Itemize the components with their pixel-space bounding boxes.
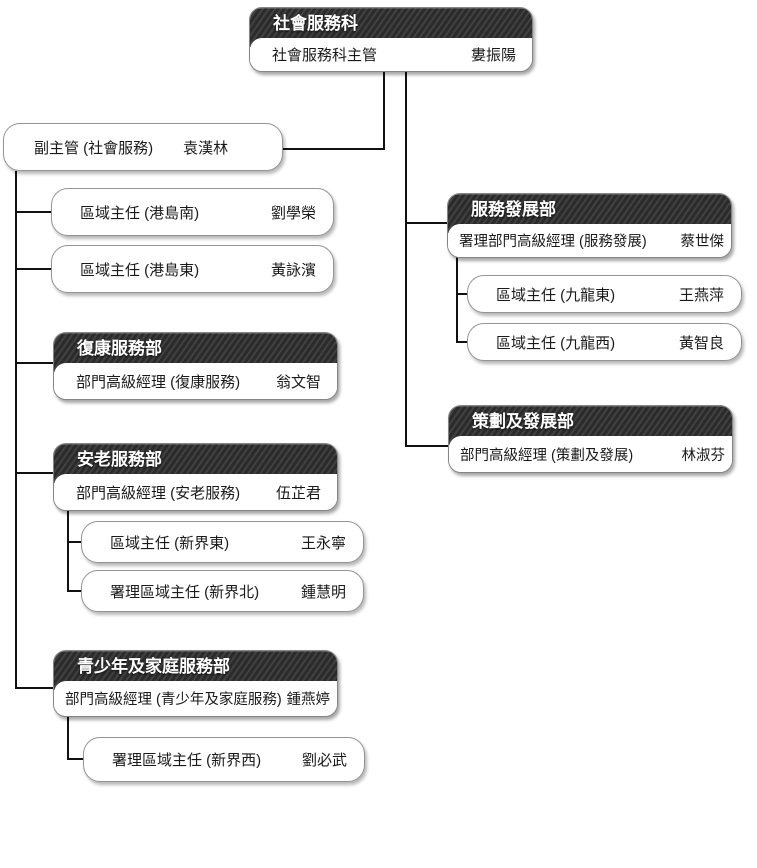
connector-deputy-trunk xyxy=(15,171,53,689)
dept-body: 部門高級經理 (青少年及家庭服務) 鍾燕婷 xyxy=(54,681,337,716)
person-name: 翁文智 xyxy=(275,373,321,391)
dept-title: 安老服務部 xyxy=(77,450,162,469)
dept-body: 部門高級經理 (復康服務) 翁文智 xyxy=(54,363,337,399)
role-label: 署理區域主任 (新界北) xyxy=(110,583,260,601)
org-box-hk-south: 區域主任 (港島南) 劉學榮 xyxy=(51,188,334,236)
role-label: 區域主任 (新界東) xyxy=(110,534,230,552)
person-name: 鍾慧明 xyxy=(300,583,346,601)
role-label: 部門高級經理 (策劃及發展) xyxy=(460,447,634,464)
role-label: 部門高級經理 (安老服務) xyxy=(76,484,241,502)
org-box-elderly: 安老服務部 部門高級經理 (安老服務) 伍芷君 xyxy=(53,443,338,511)
dept-title: 策劃及發展部 xyxy=(472,412,574,431)
org-box-service-development: 服務發展部 署理部門高級經理 (服務發展) 蔡世傑 xyxy=(447,193,732,258)
role-label: 署理區域主任 (新界西) xyxy=(112,752,262,769)
role-label: 區域主任 (港島南) xyxy=(80,204,200,222)
dept-body: 部門高級經理 (安老服務) 伍芷君 xyxy=(54,474,337,510)
person-name: 劉必武 xyxy=(301,752,347,769)
person-name: 林淑芬 xyxy=(681,447,726,464)
connector-svcdev-children xyxy=(456,256,467,343)
org-box-kln-west: 區域主任 (九龍西) 黃智良 xyxy=(467,323,742,361)
org-box-root: 社會服務科 社會服務科主管 婁振陽 xyxy=(249,7,533,72)
org-box-planning: 策劃及發展部 部門高級經理 (策劃及發展) 林淑芬 xyxy=(448,405,733,473)
org-box-hk-east: 區域主任 (港島東) 黃詠濱 xyxy=(51,245,334,293)
person-name: 王永寧 xyxy=(300,534,346,552)
person-name: 袁漢林 xyxy=(183,139,229,157)
org-box-kln-east: 區域主任 (九龍東) 王燕萍 xyxy=(467,275,742,313)
dept-body: 部門高級經理 (策劃及發展) 林淑芬 xyxy=(449,436,732,472)
dept-title: 服務發展部 xyxy=(471,200,556,219)
org-box-youth: 青少年及家庭服務部 部門高級經理 (青少年及家庭服務) 鍾燕婷 xyxy=(53,650,338,717)
person-name: 鍾燕婷 xyxy=(286,692,331,708)
role-label: 區域主任 (九龍東) xyxy=(496,286,616,304)
person-name: 劉學榮 xyxy=(270,204,316,222)
person-name: 黃智良 xyxy=(678,334,724,352)
person-name: 婁振陽 xyxy=(470,47,516,64)
dept-body: 社會服務科主管 婁振陽 xyxy=(250,38,532,71)
role-label: 副主管 (社會服務) xyxy=(34,139,154,157)
org-box-nt-west: 署理區域主任 (新界西) 劉必武 xyxy=(83,737,365,782)
role-label: 署理部門高級經理 (服務發展) xyxy=(459,234,647,250)
dept-body: 署理部門高級經理 (服務發展) 蔡世傑 xyxy=(448,224,731,257)
dept-title: 青少年及家庭服務部 xyxy=(77,657,230,676)
role-label: 區域主任 (九龍西) xyxy=(496,334,616,352)
person-name: 蔡世傑 xyxy=(680,234,725,250)
dept-title: 復康服務部 xyxy=(77,339,162,358)
person-name: 伍芷君 xyxy=(275,484,321,502)
org-box-rehab: 復康服務部 部門高級經理 (復康服務) 翁文智 xyxy=(53,332,338,400)
person-name: 王燕萍 xyxy=(678,286,724,304)
connector-root-to-deputy xyxy=(283,72,385,150)
person-name: 黃詠濱 xyxy=(270,261,316,279)
role-label: 社會服務科主管 xyxy=(272,47,378,64)
org-box-nt-north: 署理區域主任 (新界北) 鍾慧明 xyxy=(81,570,364,612)
connector-root-to-planning xyxy=(405,72,448,447)
connector-elderly-children xyxy=(67,509,81,592)
org-box-deputy: 副主管 (社會服務) 袁漢林 xyxy=(3,123,283,171)
dept-title: 社會服務科 xyxy=(273,14,358,33)
role-label: 部門高級經理 (青少年及家庭服務) xyxy=(65,692,282,708)
role-label: 部門高級經理 (復康服務) xyxy=(76,373,241,391)
connector-youth-child xyxy=(67,716,83,760)
org-box-nt-east: 區域主任 (新界東) 王永寧 xyxy=(81,521,364,563)
role-label: 區域主任 (港島東) xyxy=(80,261,200,279)
